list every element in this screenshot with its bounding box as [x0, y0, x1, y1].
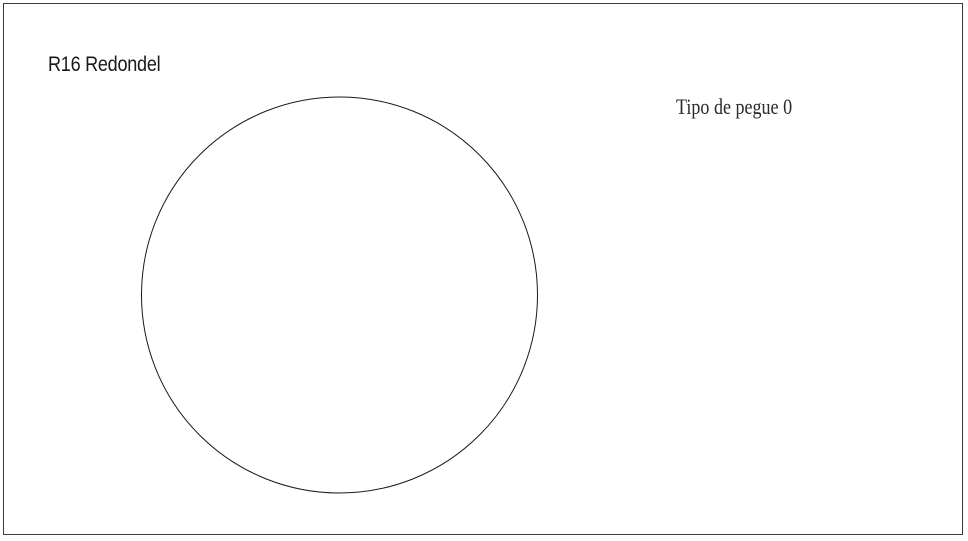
- drawing-frame: [3, 3, 963, 535]
- round-shape-outline: [141, 96, 538, 494]
- piece-title: R16 Redondel: [48, 53, 161, 76]
- joint-type-label: Tipo de pegue 0: [676, 94, 793, 119]
